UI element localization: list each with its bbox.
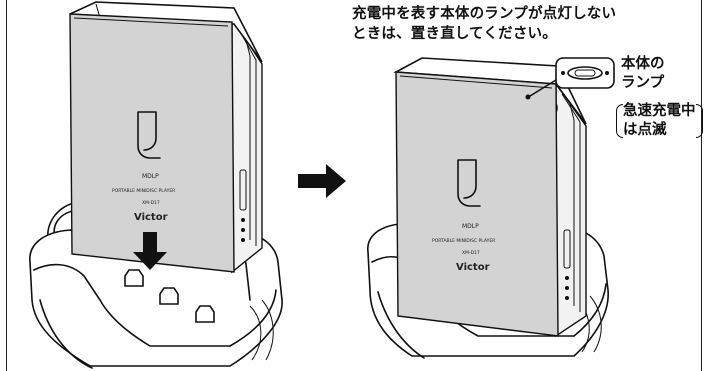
right-arrow-icon xyxy=(298,164,346,198)
product-text: PORTABLE MINIDISC PLAYER xyxy=(112,188,175,194)
model-text: XM-D17 xyxy=(142,200,160,206)
instruction-note: 充電中を表す本体のランプが点灯しない ときは、置き直してください。 xyxy=(352,4,616,44)
instruction-line-2: ときは、置き直してください。 xyxy=(352,26,557,42)
connector-pins xyxy=(124,269,215,323)
product-text: PORTABLE MINIDISC PLAYER xyxy=(432,238,495,244)
blink-note: 急速充電中 は点滅 xyxy=(616,102,702,140)
lamp-callout xyxy=(525,57,615,100)
mdlp-badge: MDLP xyxy=(462,223,479,230)
blink-note-line-2: は点滅 xyxy=(623,122,667,138)
blink-note-line-1: 急速充電中 xyxy=(623,103,696,119)
lamp-label-line-1: 本体の xyxy=(621,56,665,72)
page-frame xyxy=(6,0,702,371)
lamp-label: 本体の ランプ xyxy=(621,55,665,93)
down-arrow-icon xyxy=(133,232,167,270)
right-player-device: MDLP PORTABLE MINIDISC PLAYER XM-D17 Vic… xyxy=(393,57,587,338)
brand-logo: Victor xyxy=(456,262,490,273)
instruction-line-1: 充電中を表す本体のランプが点灯しない xyxy=(352,6,617,22)
lamp-label-line-2: ランプ xyxy=(621,75,665,91)
brand-logo: Victor xyxy=(134,212,168,223)
left-player-device: MDLP PORTABLE MINIDISC PLAYER XM-D17 Vic… xyxy=(69,1,263,274)
model-text: XM-D17 xyxy=(462,250,480,256)
mdlp-badge: MDLP xyxy=(142,173,159,180)
